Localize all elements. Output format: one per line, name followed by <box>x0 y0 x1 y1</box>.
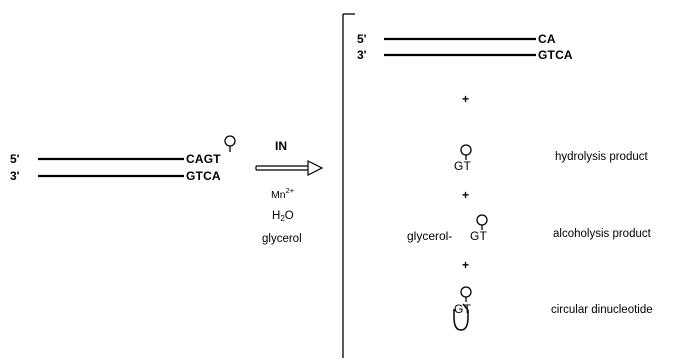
plus-sign-3: + <box>462 258 470 272</box>
hydrolysis-dinucleotide: GT <box>454 159 472 173</box>
processed-top-5prime-label: 5' <box>357 32 367 46</box>
substrate-phosphate-icon <box>224 135 236 147</box>
alcoholysis-dinucleotide: GT <box>470 229 488 243</box>
alcoholysis-product-label: alcoholysis product <box>553 228 651 240</box>
processed-bottom-sequence: GTCA <box>538 48 573 62</box>
glycerol-prefix-label: glycerol- <box>407 229 453 243</box>
hydrolysis-product-label: hydrolysis product <box>555 151 648 163</box>
substrate-top-sequence: CAGT <box>186 152 221 166</box>
substrate-bottom-sequence: GTCA <box>186 169 221 183</box>
circular-product-label: circular dinucleotide <box>551 304 653 316</box>
circular-dinucleotide: GT <box>454 302 472 316</box>
water-label: H2O <box>272 210 294 223</box>
processed-top-sequence: CA <box>538 32 556 46</box>
processed-bottom-3prime-label: 3' <box>357 48 367 62</box>
alcoholysis-phosphate-icon <box>476 214 488 226</box>
enzyme-label: IN <box>275 139 287 153</box>
plus-sign-2: + <box>462 188 470 202</box>
circular-loop-joint <box>462 303 469 311</box>
substrate-bottom-3prime-label: 3' <box>10 169 20 183</box>
glycerol-cosolvent-label: glycerol <box>262 233 302 245</box>
circular-phosphate-icon <box>460 286 472 298</box>
reaction-arrow-icon <box>255 160 324 176</box>
plus-sign-1: + <box>462 92 470 106</box>
circular-loop-icon <box>453 309 469 331</box>
hydrolysis-phosphate-icon <box>460 144 472 156</box>
metal-cofactor-label: Mn2+ <box>271 186 295 201</box>
substrate-top-5prime-label: 5' <box>10 152 20 166</box>
